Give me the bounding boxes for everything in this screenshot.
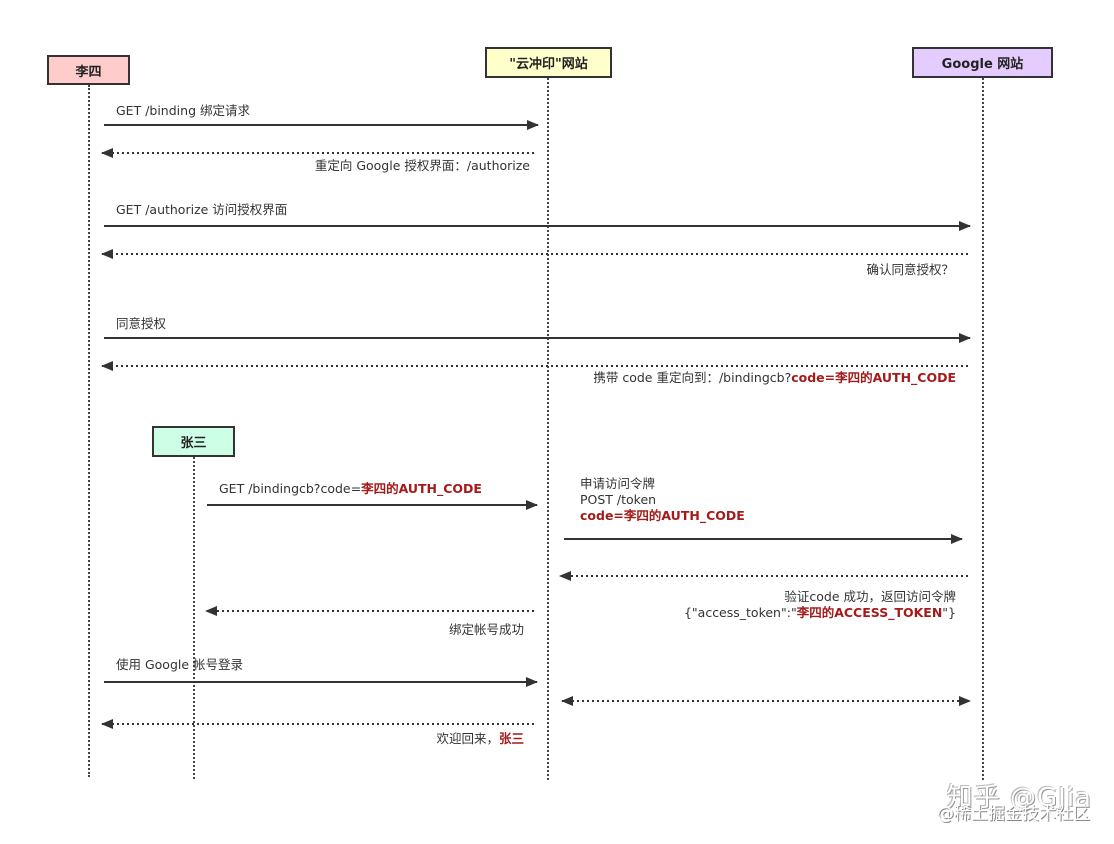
- msg-text: 欢迎回来，: [436, 731, 499, 746]
- msg-text: 重定向 Google 授权界面：/authorize: [314, 158, 530, 173]
- msg-return-token: 验证code 成功，返回访问令牌 {"access_token":"李四的ACC…: [684, 589, 956, 621]
- msg-text: 确认同意授权？: [866, 262, 954, 277]
- msg-text: GET /bindingcb?code=: [219, 481, 362, 496]
- participant-google: Google 网站: [912, 47, 1053, 78]
- msg-agree-authorization: 同意授权: [116, 316, 166, 332]
- lifeline-cloud-print: [547, 78, 549, 780]
- participant-lisi: 李四: [47, 55, 130, 85]
- participant-cloud-print: "云冲印"网站: [485, 47, 612, 78]
- lifeline-google: [982, 78, 984, 780]
- msg-highlight: 张三: [498, 731, 524, 746]
- msg-login-with-google: 使用 Google 帐号登录: [116, 657, 243, 673]
- watermark-zhihu: 知乎 @GJia: [946, 783, 1092, 813]
- msg-line2-pre: {"access_token":": [683, 605, 797, 620]
- msg-highlight: 李四的AUTH_CODE: [361, 481, 482, 496]
- msg-welcome-back: 欢迎回来，张三: [436, 731, 524, 747]
- msg-text: GET /authorize 访问授权界面: [116, 202, 288, 217]
- msg-text: 同意授权: [116, 316, 167, 331]
- msg-line1: 验证code 成功，返回访问令牌: [784, 589, 956, 604]
- participant-cloud-print-label: "云冲印"网站: [509, 57, 588, 72]
- participant-zhangsan-label: 张三: [180, 436, 207, 451]
- participant-zhangsan: 张三: [152, 426, 235, 457]
- watermark-juejin: @稀土掘金技术社区: [937, 804, 1090, 824]
- msg-bind-success: 绑定帐号成功: [449, 622, 524, 638]
- msg-confirm-authorization: 确认同意授权？: [866, 262, 954, 278]
- lifeline-lisi: [88, 85, 90, 777]
- msg-get-bindingcb: GET /bindingcb?code=李四的AUTH_CODE: [219, 481, 482, 497]
- msg-highlight: code=李四的AUTH_CODE: [580, 508, 745, 523]
- msg-text: GET /binding 绑定请求: [116, 103, 250, 118]
- msg-highlight: 李四的ACCESS_TOKEN: [796, 605, 943, 620]
- msg-line1: 申请访问令牌: [580, 476, 656, 491]
- participant-google-label: Google 网站: [941, 57, 1024, 72]
- msg-get-binding: GET /binding 绑定请求: [116, 103, 250, 119]
- msg-line2: POST /token: [580, 492, 657, 507]
- msg-get-authorize: GET /authorize 访问授权界面: [116, 202, 287, 218]
- participant-lisi-label: 李四: [75, 64, 102, 80]
- msg-text: 使用 Google 帐号登录: [116, 657, 244, 672]
- msg-redirect-with-code: 携带 code 重定向到：/bindingcb?code=李四的AUTH_COD…: [593, 370, 956, 386]
- msg-highlight: code=李四的AUTH_CODE: [791, 370, 956, 385]
- msg-redirect-authorize: 重定向 Google 授权界面：/authorize: [315, 158, 530, 174]
- msg-text: 携带 code 重定向到：/bindingcb?: [593, 370, 792, 385]
- msg-post-token: 申请访问令牌 POST /token code=李四的AUTH_CODE: [580, 476, 745, 524]
- msg-line2-post: "}: [942, 605, 956, 620]
- msg-text: 绑定帐号成功: [448, 622, 524, 637]
- lifeline-zhangsan: [193, 457, 195, 779]
